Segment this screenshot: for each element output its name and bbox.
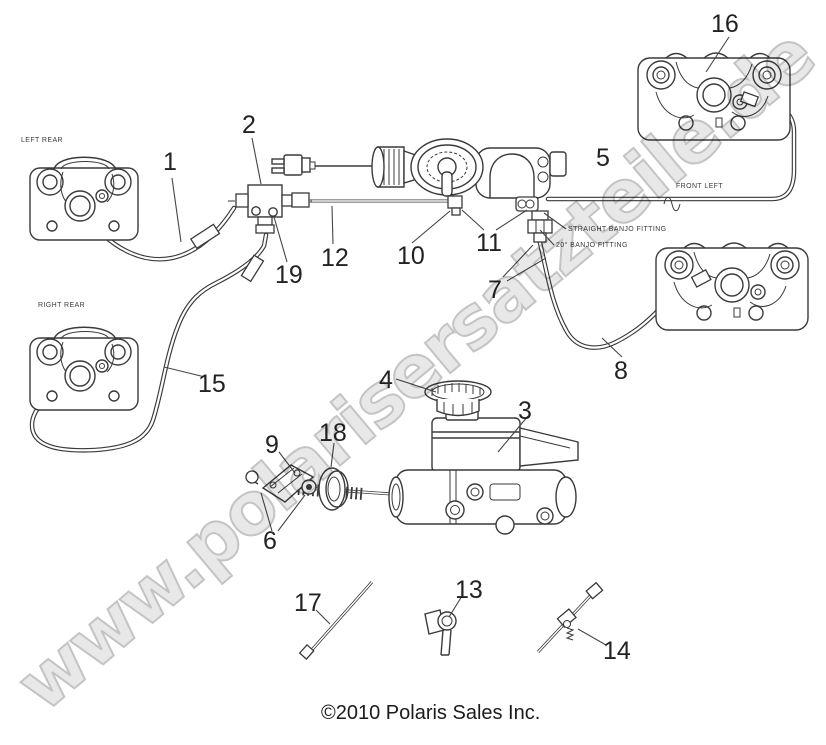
callout-12: 12	[321, 244, 349, 272]
callout-9: 9	[265, 431, 279, 459]
callout-13: 13	[455, 576, 483, 604]
bleed-rod	[298, 581, 374, 660]
front-right-caliper	[655, 242, 809, 331]
callout-18: 18	[319, 419, 347, 447]
right-rear-caliper	[29, 326, 139, 411]
master-cylinder-body	[388, 408, 579, 535]
master-outlet-fitting	[447, 195, 463, 209]
callout-2: 2	[242, 111, 256, 139]
callout-7: 7	[488, 276, 502, 304]
callout-16: 16	[711, 10, 739, 38]
hose-break-mark	[663, 196, 681, 212]
handlebar-clamp-housing	[475, 147, 551, 199]
callout-leader-lines	[163, 36, 730, 646]
straight-banjo-fitting-part	[531, 210, 549, 221]
mounting-bracket	[245, 464, 317, 503]
retaining-clip	[424, 609, 457, 656]
label-left-rear: LEFT REAR	[21, 137, 63, 144]
clamp-rod	[536, 581, 604, 654]
label-angled-banjo: 20° BANJO FITTING	[556, 242, 628, 249]
callout-3: 3	[518, 397, 532, 425]
brake-switch-connector	[283, 154, 303, 176]
front-left-banjo-bolt	[739, 91, 760, 108]
front-right-banjo-bolt	[690, 268, 712, 288]
callout-15: 15	[198, 370, 226, 398]
callout-14: 14	[603, 637, 631, 665]
hose-coupling-right-rear	[240, 254, 265, 283]
callout-6: 6	[263, 527, 277, 555]
callout-1: 1	[163, 148, 177, 176]
callout-11: 11	[476, 229, 502, 257]
hose-coupling-left-rear	[189, 223, 221, 250]
front-left-caliper	[637, 52, 791, 141]
callout-19: 19	[275, 261, 303, 289]
callout-17: 17	[294, 589, 322, 617]
angled-banjo-fitting-part	[527, 219, 553, 234]
foot-master-cylinder	[245, 408, 579, 535]
callout-8: 8	[614, 357, 628, 385]
callout-5: 5	[596, 144, 610, 172]
left-rear-caliper	[29, 156, 139, 241]
boot-seal	[318, 467, 349, 511]
mounting-nut-left	[245, 470, 259, 484]
reservoir-tank	[431, 417, 521, 473]
callout-10: 10	[397, 242, 425, 270]
label-right-rear: RIGHT REAR	[38, 302, 86, 309]
junction-block	[228, 184, 312, 234]
callout-4: 4	[379, 366, 393, 394]
brake-hose-right-rear	[29, 232, 269, 453]
reservoir-cap	[424, 380, 492, 417]
copyright-text: ©2010 Polaris Sales Inc.	[321, 702, 541, 724]
label-front-left: FRONT LEFT	[676, 183, 724, 190]
handlebar-master-cylinder	[271, 138, 567, 243]
label-straight-banjo: STRAIGHT BANJO FITTING	[568, 226, 667, 233]
